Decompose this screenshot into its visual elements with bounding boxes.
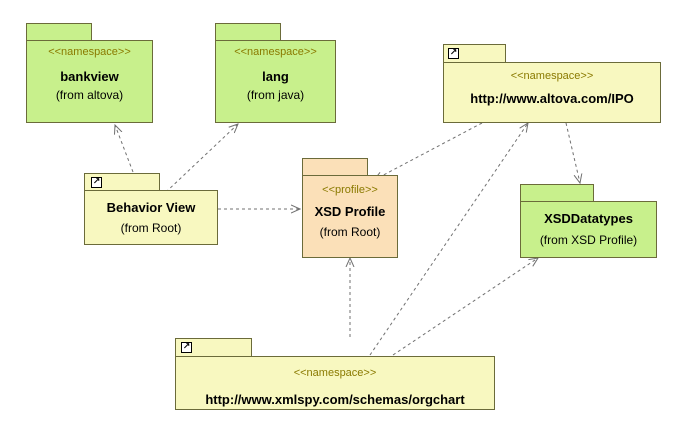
shortcut-arrow-icon: ↗ — [448, 48, 459, 59]
dependency-ipo-to-xsdprofile — [374, 122, 483, 180]
package-origin: (from Root) — [120, 221, 182, 235]
package-origin: (from java) — [246, 88, 305, 102]
dependency-orgchart-to-xsddatatypes — [392, 258, 538, 356]
package-tab: ↗ — [443, 44, 506, 63]
package-name: Behavior View — [106, 200, 196, 215]
package-tab: ↗ — [84, 173, 160, 191]
package-name: http://www.xmlspy.com/schemas/orgchart — [205, 392, 465, 407]
package-body: XSDDatatypes (from XSD Profile) — [520, 201, 657, 258]
package-tab — [215, 23, 281, 41]
package-name: XSDDatatypes — [544, 211, 633, 226]
package-body: <<namespace>> http://www.xmlspy.com/sche… — [175, 356, 495, 410]
package-name: XSD Profile — [314, 204, 386, 219]
shortcut-arrow-icon: ↗ — [91, 177, 102, 188]
dependency-orgchart-to-ipo — [369, 123, 528, 356]
package-body: <<profile>> XSD Profile (from Root) — [302, 175, 398, 258]
package-bankview[interactable]: <<namespace>> bankview (from altova) — [26, 23, 153, 123]
package-tab: ↗ — [175, 338, 252, 357]
package-tab — [302, 158, 368, 176]
package-tab — [26, 23, 92, 41]
package-altova-ipo[interactable]: ↗ <<namespace>> http://www.altova.com/IP… — [443, 44, 661, 123]
package-lang[interactable]: <<namespace>> lang (from java) — [215, 23, 336, 123]
package-body: <<namespace>> http://www.altova.com/IPO — [443, 62, 661, 123]
package-behavior-view[interactable]: ↗ Behavior View (from Root) — [84, 173, 218, 245]
package-name: lang — [262, 69, 289, 84]
dependency-behaviorview-to-lang — [165, 124, 238, 193]
package-name: bankview — [60, 69, 119, 84]
package-xmlspy-orgchart[interactable]: ↗ <<namespace>> http://www.xmlspy.com/sc… — [175, 338, 495, 410]
package-xsd-datatypes[interactable]: XSDDatatypes (from XSD Profile) — [520, 184, 657, 258]
shortcut-arrow-icon: ↗ — [181, 342, 192, 353]
package-stereotype: <<namespace>> — [293, 367, 377, 379]
package-origin: (from altova) — [55, 88, 124, 102]
package-origin: (from Root) — [319, 225, 381, 239]
package-stereotype: <<profile>> — [322, 184, 378, 196]
package-name: http://www.altova.com/IPO — [470, 91, 634, 106]
package-stereotype: <<namespace>> — [48, 46, 131, 58]
package-origin: (from XSD Profile) — [539, 233, 638, 247]
dependency-behaviorview-to-bankview — [115, 125, 134, 173]
package-xsd-profile[interactable]: <<profile>> XSD Profile (from Root) — [302, 158, 398, 258]
package-body: Behavior View (from Root) — [84, 190, 218, 245]
dependency-ipo-to-xsddatatypes — [565, 122, 580, 183]
package-stereotype: <<namespace>> — [234, 46, 317, 58]
package-stereotype: <<namespace>> — [510, 70, 594, 82]
package-body: <<namespace>> lang (from java) — [215, 40, 336, 123]
package-tab — [520, 184, 594, 202]
package-body: <<namespace>> bankview (from altova) — [26, 40, 153, 123]
